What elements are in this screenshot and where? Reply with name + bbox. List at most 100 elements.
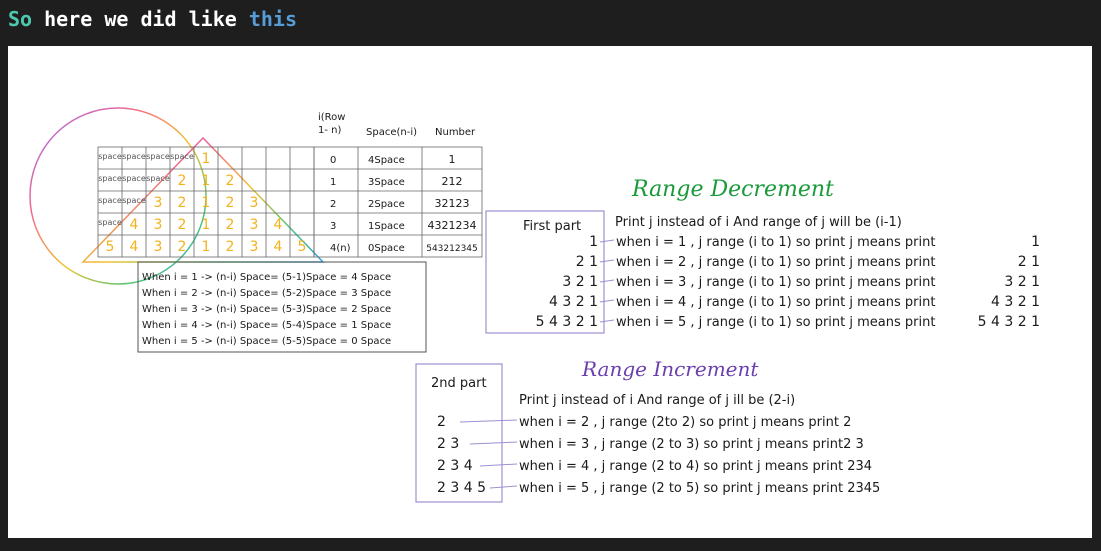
table-cell-space: 2Space: [368, 199, 405, 210]
decrement-row-text: when i = 3 , j range (i to 1) so print j…: [616, 275, 935, 290]
grid-cell-space: space: [98, 174, 122, 183]
increment-left-value: 2 3 4: [437, 458, 473, 474]
table-cell-i: 1: [330, 177, 336, 188]
grid-cell-number: 4: [130, 217, 139, 233]
decrement-rows: 1 when i = 1 , j range (i to 1) so print …: [536, 234, 1040, 330]
grid-cell-space: space: [146, 174, 170, 183]
decrement-result: 1: [1031, 234, 1040, 250]
decrement-intro: Print j instead of i And range of j will…: [615, 215, 902, 230]
space-notes-box: [137, 261, 427, 353]
decrement-left-value: 3 2 1: [562, 274, 598, 290]
markdown-heading-bar: So here we did like this: [0, 0, 1101, 44]
grid-cell-number: 3: [154, 217, 163, 233]
grid-cell-number: 5: [298, 239, 307, 255]
grid-cell-number: 2: [178, 239, 187, 255]
row-space-table: i(Row 1- n) Space(n-i) Number 0 4Space 1 1 3…: [313, 112, 483, 258]
grid-cell-number: 2: [178, 195, 187, 211]
grid-cell-space: space: [122, 174, 146, 183]
grid-cell-number: 3: [250, 195, 259, 211]
space-note-line: When i = 4 -> (n-i) Space= (5-4)Space = …: [142, 320, 391, 331]
increment-row-text: when i = 2 , j range (2to 2) so print j …: [519, 415, 851, 430]
second-part-label: 2nd part: [431, 376, 487, 391]
table-cell-i: 3: [330, 221, 336, 232]
grid-cell-number: 2: [226, 217, 235, 233]
increment-row-text: when i = 4 , j range (2 to 4) so print j…: [519, 459, 872, 474]
decrement-result: 5 4 3 2 1: [978, 314, 1040, 330]
table-cell-number: 4321234: [428, 219, 477, 232]
table-cell-number: 543212345: [426, 244, 478, 254]
increment-rows: 2 when i = 2 , j range (2to 2) so print j…: [437, 414, 880, 496]
table-cell-space: 0Space: [368, 243, 405, 254]
grid-cell-number: 3: [154, 239, 163, 255]
first-part-box: [485, 210, 605, 334]
decrement-left-value: 2 1: [576, 254, 598, 270]
increment-left-value: 2: [437, 414, 446, 430]
grid-cell-number: 4: [130, 239, 139, 255]
grid-cell-space: space: [146, 152, 170, 161]
increment-row-text: when i = 3 , j range (2 to 3) so print j…: [519, 437, 864, 452]
table-cell-i: 0: [330, 155, 336, 166]
grid-cell-number: 4: [274, 217, 283, 233]
decrement-left-value: 5 4 3 2 1: [536, 314, 598, 330]
grid-cell-space: space: [98, 196, 122, 205]
grid-cell-space: space: [122, 196, 146, 205]
bottom-bar: [0, 538, 1101, 551]
col-row-header-2: 1- n): [318, 125, 341, 136]
grid-cell-number: 4: [274, 239, 283, 255]
grid-cell-number: 3: [250, 239, 259, 255]
grid-cell-number: 1: [202, 151, 211, 167]
space-note-line: When i = 2 -> (n-i) Space= (5-2)Space = …: [142, 288, 391, 299]
space-note-line: When i = 1 -> (n-i) Space= (5-1)Space = …: [142, 272, 391, 283]
grid-cell-number: 1: [202, 217, 211, 233]
range-decrement-title: Range Decrement: [631, 177, 834, 202]
grid-cell-number: 1: [202, 173, 211, 189]
decrement-result: 2 1: [1018, 254, 1040, 270]
table-cell-i: 2: [330, 199, 336, 210]
grid-cell-number: 1: [202, 239, 211, 255]
grid-cell-number: 5: [106, 239, 115, 255]
heading-keyword: this: [248, 7, 298, 31]
decrement-row-text: when i = 1 , j range (i to 1) so print j…: [616, 235, 935, 250]
decrement-result: 3 2 1: [1004, 274, 1040, 290]
table-cell-space: 3Space: [368, 177, 405, 188]
space-note-line: When i = 5 -> (n-i) Space= (5-5)Space = …: [142, 336, 391, 347]
table-cell-space: 1Space: [368, 221, 405, 232]
heading-middle: here we did like: [32, 7, 249, 31]
decrement-result: 4 3 2 1: [991, 294, 1040, 310]
grid-cell-space: space: [122, 152, 146, 161]
decrement-row-text: when i = 4 , j range (i to 1) so print j…: [616, 295, 935, 310]
heading-word-so: So: [8, 7, 33, 31]
grid-cell-space: space: [170, 152, 194, 161]
grid-cell-number: 3: [250, 217, 259, 233]
heading-text: So here we did like this: [8, 7, 297, 31]
grid-cell-space: space: [98, 218, 122, 227]
table-cell-number: 1: [449, 153, 456, 166]
second-part-box: [415, 363, 503, 503]
table-border: [313, 146, 483, 258]
table-cell-i: 4(n): [330, 243, 351, 254]
first-part-label: First part: [523, 219, 581, 234]
col-row-header: i(Row: [318, 112, 345, 123]
table-cell-space: 4Space: [368, 155, 405, 166]
range-increment-title: Range Increment: [581, 357, 759, 381]
grid-cell-number: 2: [226, 173, 235, 189]
grid-cell-number: 1: [202, 195, 211, 211]
grid-cell-number: 2: [178, 217, 187, 233]
increment-intro: Print j instead of i And range of j ill …: [519, 393, 795, 408]
circle-sketch: [29, 107, 207, 285]
space-notes: When i = 1 -> (n-i) Space= (5-1)Space = …: [142, 272, 391, 347]
grid-cell-number: 2: [226, 239, 235, 255]
col-space-header: Space(n-i): [366, 127, 417, 138]
increment-left-value: 2 3 4 5: [437, 480, 486, 496]
col-number-header: Number: [435, 127, 476, 138]
grid-cell-number: 2: [226, 195, 235, 211]
decrement-left-value: 4 3 2 1: [549, 294, 598, 310]
increment-row-text: when i = 5 , j range (2 to 5) so print j…: [519, 481, 880, 496]
table-cell-number: 212: [442, 175, 463, 188]
decrement-row-text: when i = 5 , j range (i to 1) so print j…: [616, 315, 935, 330]
decrement-row-text: when i = 2 , j range (i to 1) so print j…: [616, 255, 935, 270]
increment-left-value: 2 3: [437, 436, 459, 452]
